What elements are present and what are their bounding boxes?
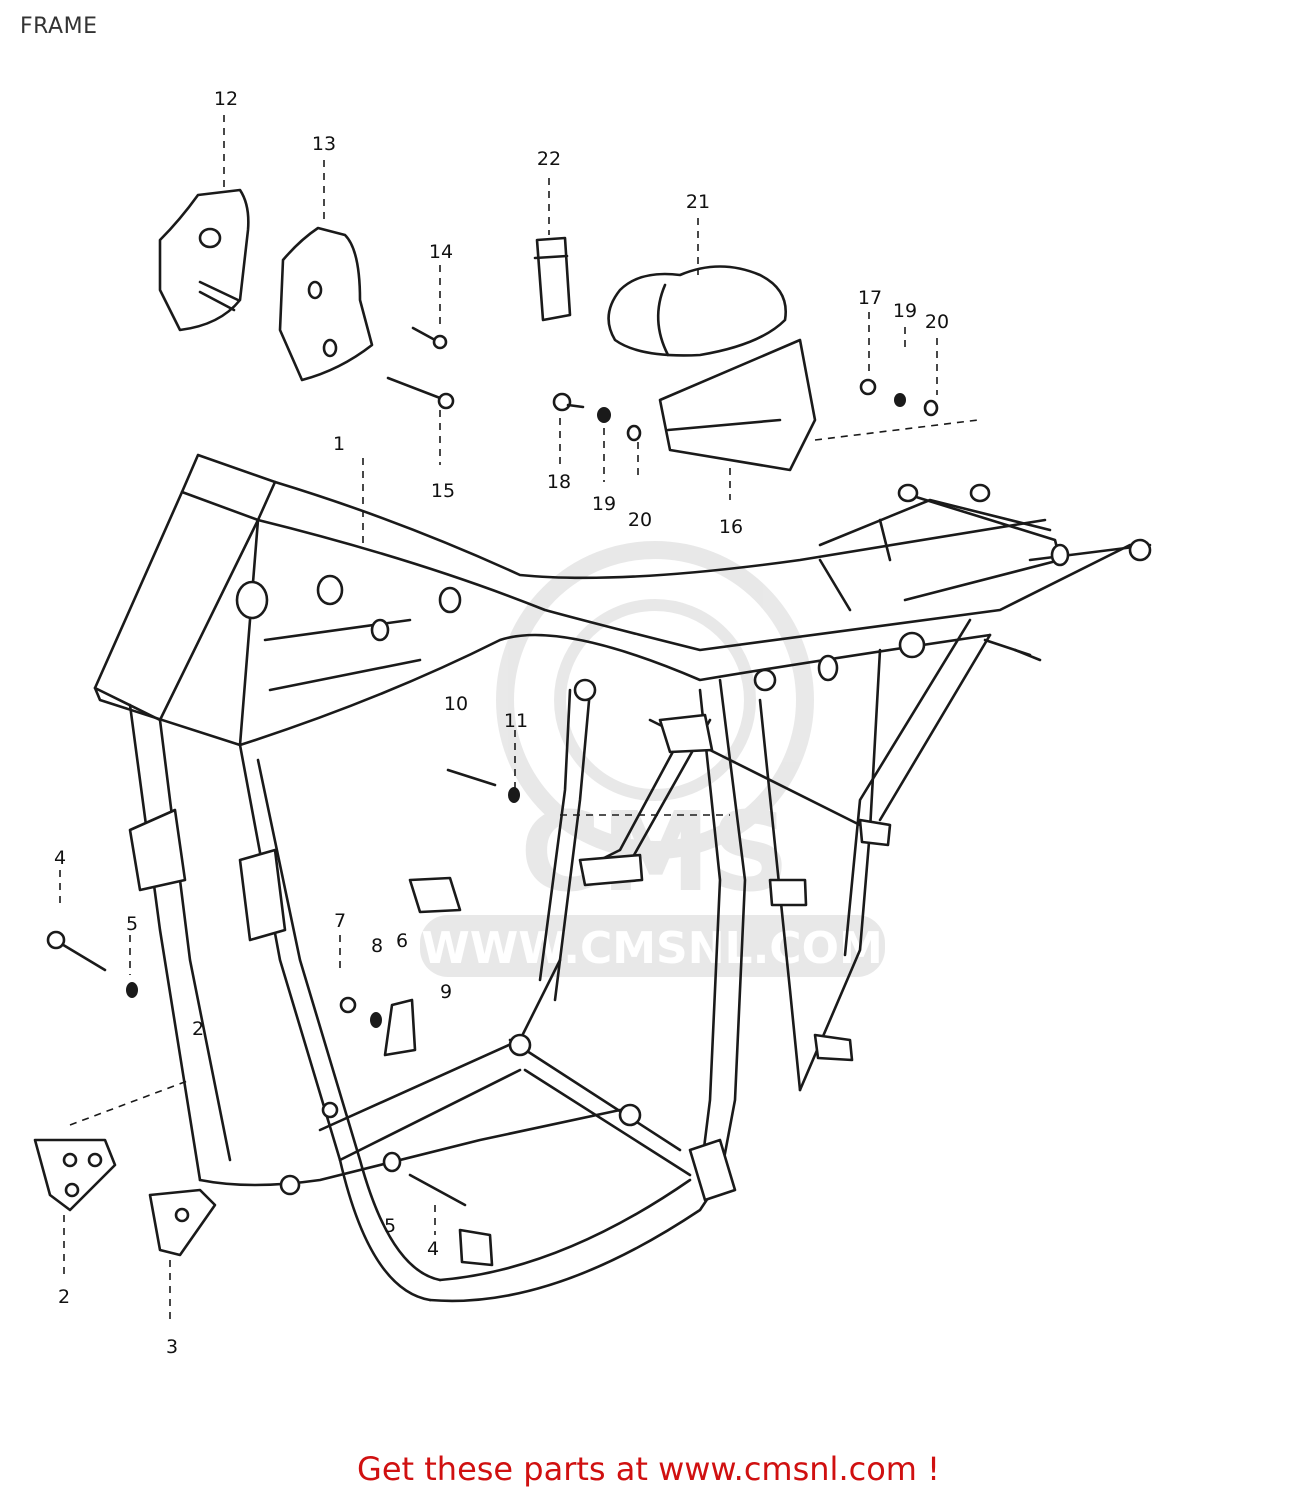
label-part-1: 1 <box>333 433 345 455</box>
watermark-brand: CMS <box>520 788 789 916</box>
leader-lines <box>59 115 979 1325</box>
label-part-20: 20 <box>925 311 949 333</box>
footer-link[interactable]: Get these parts at www.cmsnl.com ! <box>357 1450 940 1488</box>
label-part-20: 20 <box>628 509 652 531</box>
label-part-5: 5 <box>384 1215 396 1237</box>
label-part-22: 22 <box>537 148 561 170</box>
label-part-19: 19 <box>893 300 917 322</box>
label-part-16: 16 <box>719 516 743 538</box>
label-part-9: 9 <box>440 981 452 1003</box>
label-part-14: 14 <box>429 241 453 263</box>
label-part-19: 19 <box>592 493 616 515</box>
part-13-side-cover <box>278 226 374 382</box>
label-part-18: 18 <box>547 471 571 493</box>
label-part-10: 10 <box>444 693 468 715</box>
label-part-2: 2 <box>58 1286 70 1308</box>
label-part-6: 6 <box>396 930 408 952</box>
part-2-bracket <box>33 1138 117 1212</box>
label-part-5: 5 <box>126 913 138 935</box>
part-16-holder <box>658 338 817 472</box>
part-21-battery-case <box>607 265 788 357</box>
label-part-3: 3 <box>166 1336 178 1358</box>
label-part-7: 7 <box>334 910 346 932</box>
part-12-side-cover <box>158 188 250 332</box>
label-part-17: 17 <box>858 287 882 309</box>
page-title: FRAME <box>20 14 98 39</box>
label-part-11: 11 <box>504 710 528 732</box>
watermark-site: WWW.CMSNL.COM <box>421 923 883 974</box>
label-part-8: 8 <box>371 935 383 957</box>
label-part-4: 4 <box>427 1238 439 1260</box>
cms-watermark: CMS WWW.CMSNL.COM <box>420 541 885 977</box>
frame-main <box>93 453 1152 1303</box>
label-part-4: 4 <box>54 847 66 869</box>
label-part-2: 2 <box>192 1018 204 1040</box>
label-part-15: 15 <box>431 480 455 502</box>
label-part-21: 21 <box>686 191 710 213</box>
part-3-bracket <box>148 1188 217 1257</box>
label-part-13: 13 <box>312 133 336 155</box>
part-22-strap <box>535 236 572 322</box>
part-labels: 1 2 2 3 4 4 5 5 6 7 8 9 10 11 12 13 14 1… <box>54 88 949 1358</box>
label-part-12: 12 <box>214 88 238 110</box>
